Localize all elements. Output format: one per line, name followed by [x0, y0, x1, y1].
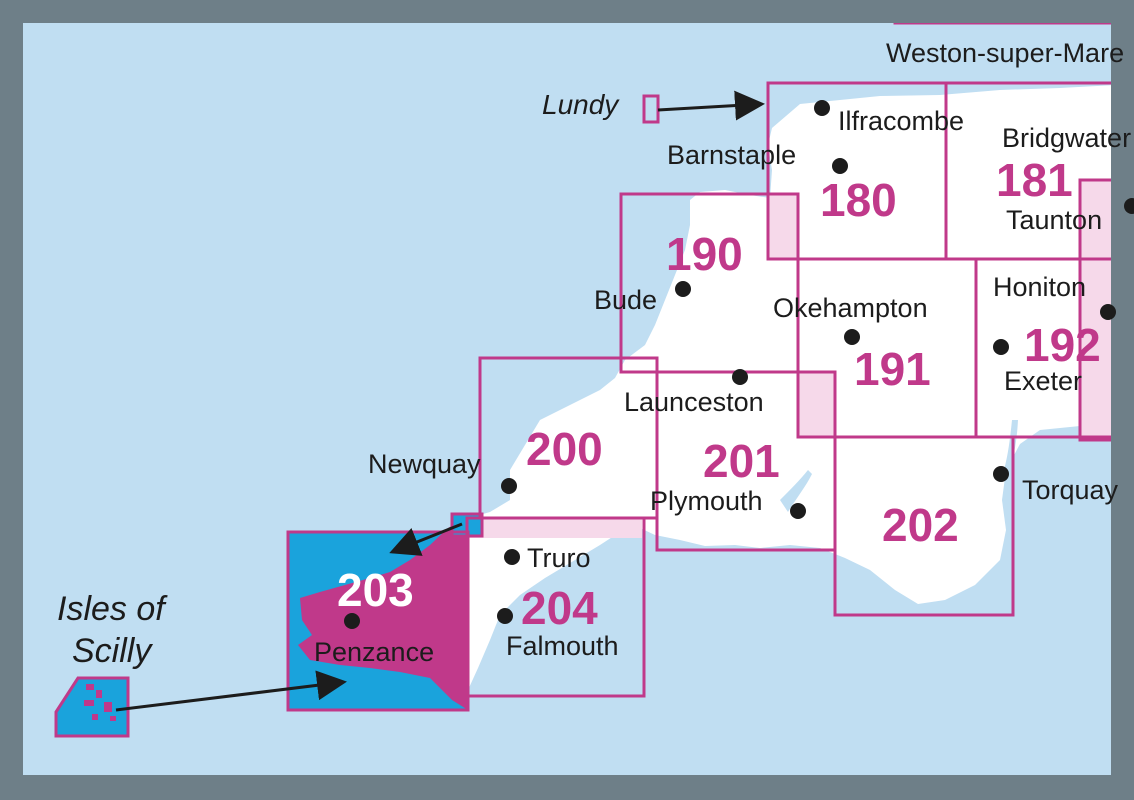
estuary-plymouth [780, 470, 812, 512]
sheet-202-border[interactable] [833, 435, 1015, 617]
label-scilly-line2: Scilly [72, 632, 153, 670]
label-exeter: Exeter [1004, 366, 1082, 396]
scilly-islands [84, 684, 116, 721]
sheet-181-number[interactable]: 181 [996, 154, 1073, 206]
label-newquay: Newquay [368, 449, 481, 479]
scilly-inset [54, 676, 130, 738]
label-taunton: Taunton [1006, 205, 1102, 235]
dot-torquay [993, 466, 1009, 482]
dot-okehampton [844, 329, 860, 345]
arrow-scilly [115, 670, 347, 712]
label-launceston: Launceston [624, 387, 764, 417]
overlap-191-201 [798, 372, 835, 437]
dot-honiton [1100, 304, 1116, 320]
estuary-exe [1004, 420, 1018, 470]
place-dots [344, 100, 1134, 629]
label-honiton: Honiton [993, 272, 1086, 302]
sheet-190-number[interactable]: 190 [666, 228, 743, 280]
label-weston: Weston-super-Mare [886, 38, 1124, 68]
dot-truro [504, 549, 520, 565]
label-ilfracombe: Ilfracombe [838, 106, 964, 136]
sheet-192-border[interactable] [974, 257, 1134, 439]
land-mainland [462, 85, 1111, 690]
dot-taunton [1124, 198, 1134, 214]
estuary-falmouth [570, 555, 600, 610]
sheet-203-border[interactable] [286, 530, 470, 712]
sheet-200-number[interactable]: 200 [526, 423, 603, 475]
dot-barnstaple [832, 158, 848, 174]
label-torquay: Torquay [1022, 475, 1119, 505]
arrow-lundy [657, 90, 765, 121]
arrows [115, 90, 765, 712]
sheet-203-land [298, 520, 468, 710]
lundy-box [642, 94, 660, 124]
dot-plymouth [790, 503, 806, 519]
arrow-203 [389, 522, 463, 556]
dot-newquay [501, 478, 517, 494]
label-okehampton: Okehampton [773, 293, 928, 323]
label-bude: Bude [594, 285, 657, 315]
label-lundy: Lundy [542, 89, 620, 120]
sheet-181-east-border [1078, 178, 1111, 442]
sheet-203-number[interactable]: 203 [337, 564, 414, 616]
sheet-191-number[interactable]: 191 [854, 343, 931, 395]
label-barnstaple: Barnstaple [667, 140, 796, 170]
dot-penzance [344, 613, 360, 629]
label-scilly-line1: Isles of [57, 590, 168, 628]
label-penzance: Penzance [314, 637, 434, 667]
label-truro: Truro [527, 543, 591, 573]
dot-falmouth [497, 608, 513, 624]
sheet-201-number[interactable]: 201 [703, 435, 780, 487]
dot-launceston [732, 369, 748, 385]
sheet-192-number[interactable]: 192 [1024, 319, 1101, 371]
dot-ilfracombe [814, 100, 830, 116]
dot-exeter [993, 339, 1009, 355]
dot-bude [675, 281, 691, 297]
label-falmouth: Falmouth [506, 631, 619, 661]
sheet-204-number[interactable]: 204 [521, 582, 598, 634]
sheet-202-number[interactable]: 202 [882, 499, 959, 551]
overlap-203-204 [467, 518, 642, 538]
label-bridgwater: Bridgwater [1002, 123, 1131, 153]
sheet-180-number[interactable]: 180 [820, 174, 897, 226]
label-plymouth: Plymouth [650, 486, 763, 516]
overlap-180-190 [768, 194, 798, 259]
